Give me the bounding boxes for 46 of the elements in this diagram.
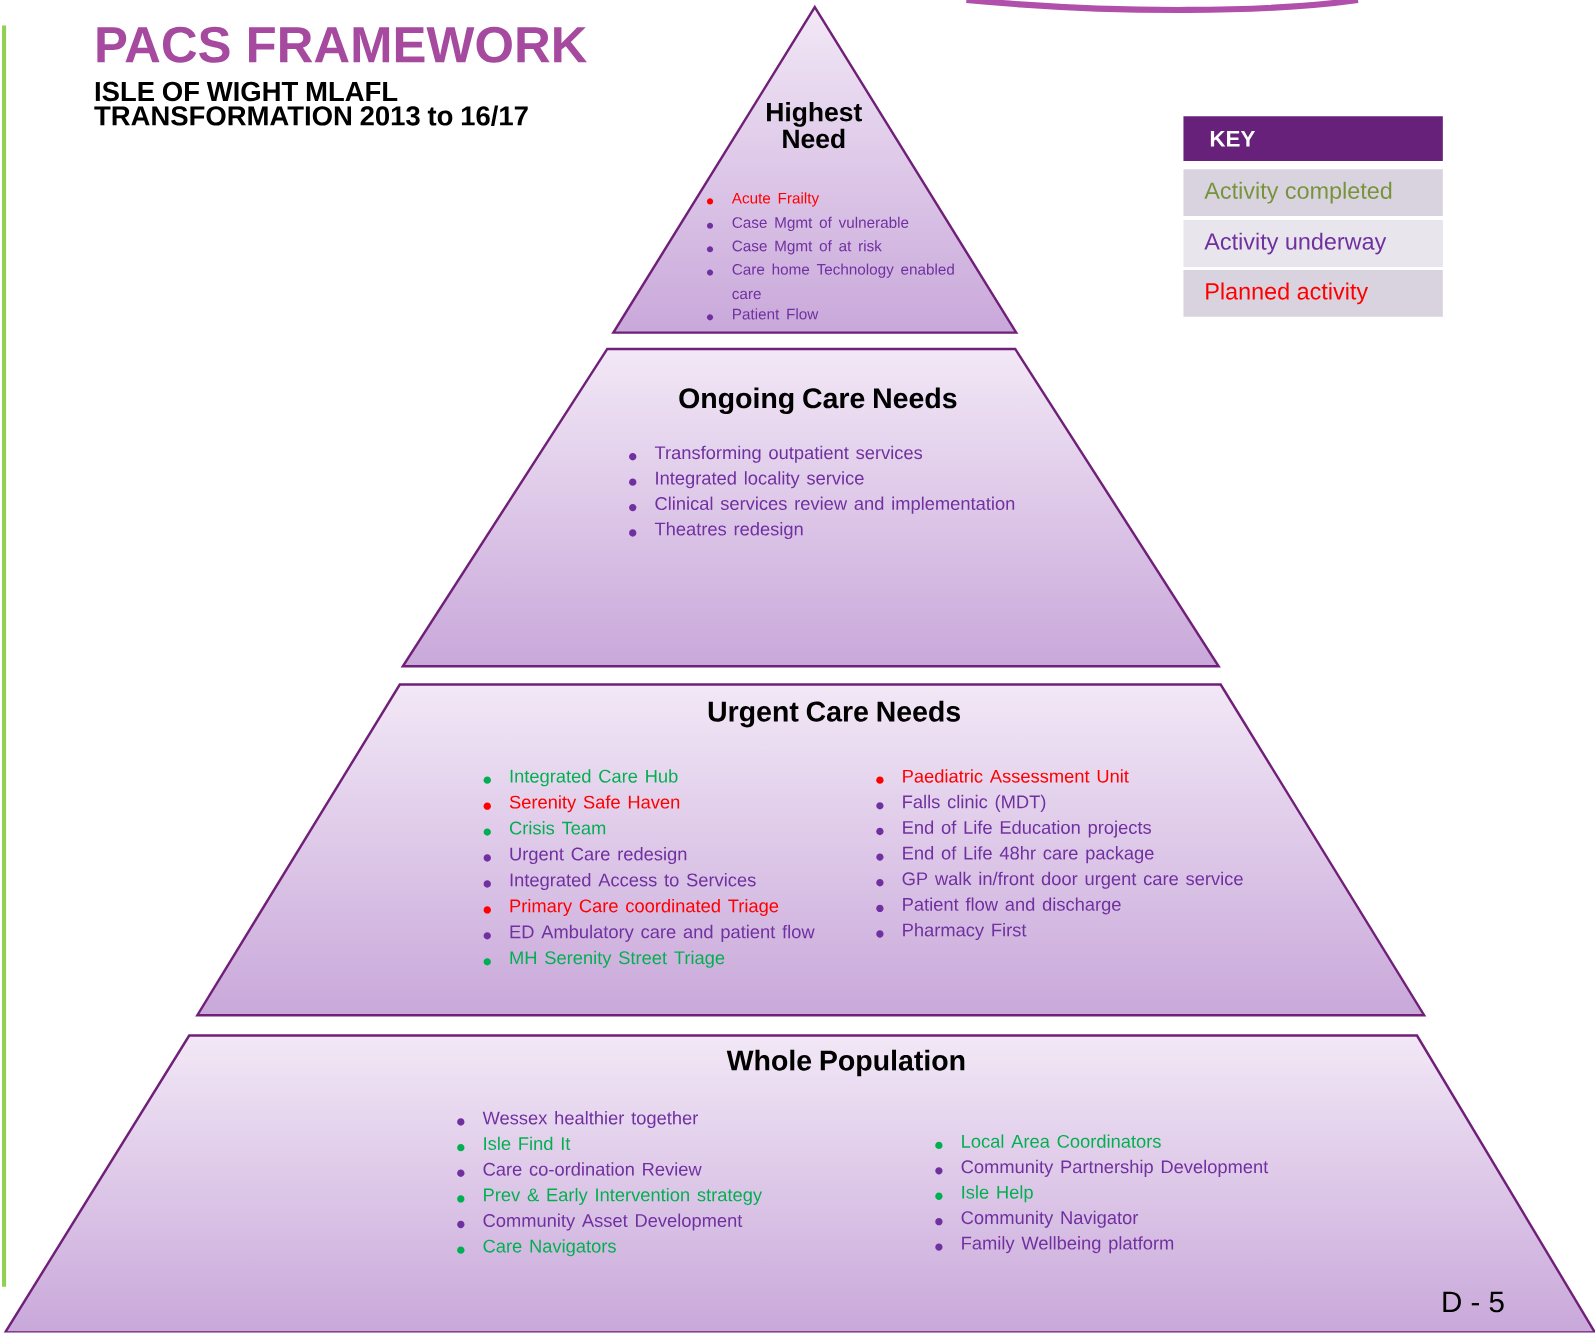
list-item: Community Partnership Development	[961, 1160, 1269, 1178]
list-item: Clinical services review and implementation	[655, 496, 1015, 514]
key-entry: Activity underway	[1183, 220, 1443, 268]
list-item: Theatres redesign	[654, 522, 803, 540]
list-item: Acute Frailty	[731, 192, 820, 207]
list-item: Integrated Care Hub	[510, 769, 678, 787]
tier-heading: Highest Need	[767, 102, 862, 149]
list-item: Care home Technology enabled care	[732, 263, 954, 300]
list-item: GP walk in/front door urgent care service	[902, 871, 1243, 890]
list-item: Care Navigators	[483, 1239, 616, 1257]
key-entry: Activity completed	[1183, 169, 1443, 217]
list-item: Care co-ordination Review	[483, 1162, 702, 1176]
list-item: End of Life 48hr care package	[903, 846, 1154, 864]
list-item: Crisis Team	[509, 821, 606, 835]
list-item: Paediatric Assessment Unit	[903, 769, 1129, 783]
list-item: ED Ambulatory care and patient flow	[510, 925, 815, 943]
tier-heading: Ongoing Care Needs	[679, 387, 957, 415]
list-item: Community Navigator	[961, 1210, 1139, 1228]
list-item: Integrated Access to Services	[510, 873, 756, 891]
tier-heading: Urgent Care Needs	[708, 700, 960, 728]
list-item: Family Wellbeing platform	[962, 1236, 1174, 1254]
page-number: D - 5	[1443, 1292, 1504, 1313]
list-item: Case Mgmt of at risk	[732, 240, 882, 255]
list-item: Wessex healthier together	[482, 1111, 698, 1129]
list-item: Case Mgmt of vulnerable	[732, 217, 909, 232]
list-item: Patient flow and discharge	[903, 897, 1121, 915]
list-item: Patient Flow	[733, 308, 819, 320]
list-item: End of Life Education projects	[903, 820, 1151, 838]
list-item: Urgent Care redesign	[510, 847, 687, 865]
list-item: Serenity Safe Haven	[509, 795, 680, 813]
list-item: Transforming outpatient services	[654, 445, 923, 464]
key-entry: Planned activity	[1183, 270, 1443, 317]
list-item: Isle Find It	[484, 1136, 571, 1151]
list-item: Isle Help	[962, 1185, 1033, 1203]
subtitle: ISLE OF WIGHT MLAFL TRANSFORMATION 2013 to 16/17	[94, 82, 528, 127]
list-item: Local Area Coordinators	[962, 1134, 1161, 1149]
title: PACS FRAMEWORK	[97, 26, 587, 63]
list-item: Primary Care coordinated Triage	[510, 899, 779, 917]
list-item: Community Asset Development	[483, 1213, 743, 1231]
list-item: Falls clinic (MDT)	[903, 795, 1046, 813]
list-item: Prev & Early Intervention strategy	[484, 1188, 763, 1206]
list-item: MH Serenity Street Triage	[510, 951, 725, 969]
list-item: Pharmacy First	[903, 923, 1027, 941]
tier-heading: Whole Population	[726, 1049, 965, 1077]
key-header: KEY	[1183, 116, 1443, 162]
list-item: Integrated locality service	[656, 471, 864, 489]
